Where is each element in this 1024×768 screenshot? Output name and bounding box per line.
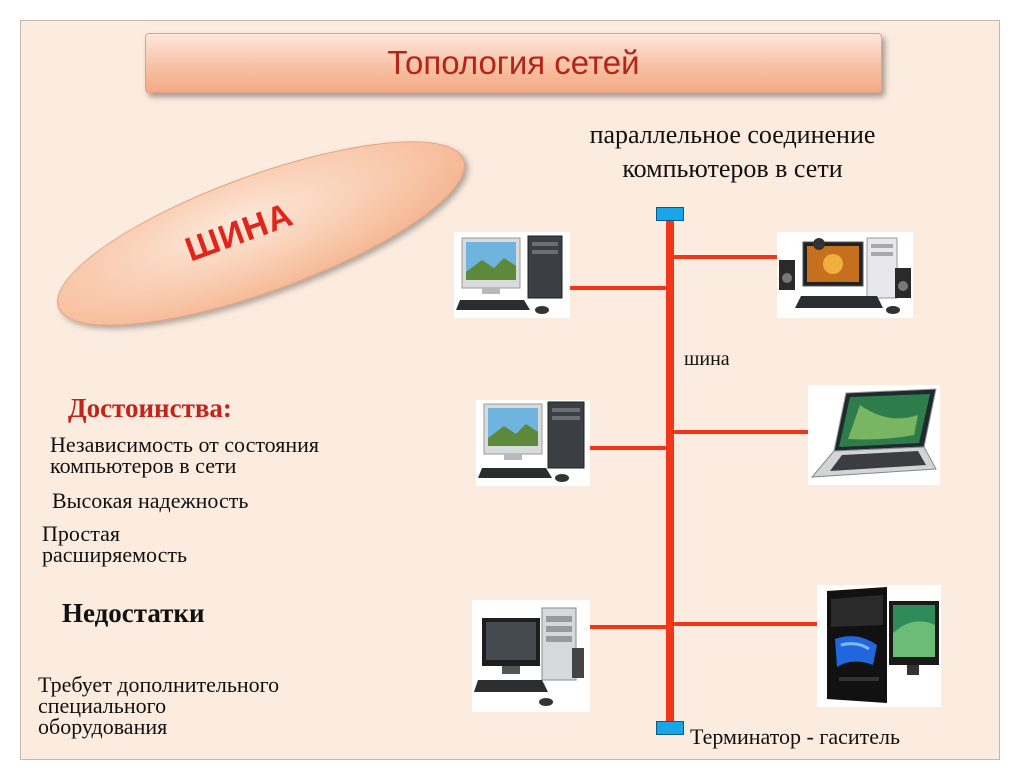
disadvantage-item-1-line-3: оборудования — [38, 714, 168, 739]
disadvantages-heading: Недостатки — [62, 598, 205, 628]
topology-caption: параллельное соединение компьютеров в се… — [510, 118, 955, 186]
branch-left-2 — [590, 446, 666, 450]
bus-cable — [666, 218, 674, 730]
desktop-computer-icon — [472, 600, 590, 712]
multimedia-computer-icon — [777, 232, 913, 318]
branch-right-3 — [674, 622, 818, 626]
branch-right-2 — [674, 430, 810, 434]
branch-right-1 — [674, 255, 780, 259]
gaming-computer-icon — [817, 585, 941, 707]
advantage-item-1-line-2: компьютеров в сети — [50, 453, 237, 478]
desktop-computer-icon — [454, 232, 570, 318]
disadvantage-item-1-line-1: Требует дополнительного — [38, 672, 280, 697]
caption-line-2: компьютеров в сети — [622, 154, 843, 183]
advantages-heading: Достоинства: — [68, 393, 232, 423]
advantage-item-2: Высокая надежность — [52, 488, 249, 513]
advantage-item-1-line-1: Независимость от состояния — [50, 432, 320, 457]
advantage-item-3-line-1: Простая — [42, 521, 120, 546]
advantage-item-1: Независимость от состояния компьютеров в… — [50, 432, 320, 478]
title-bar: Топология сетей — [145, 33, 882, 93]
caption-line-1: параллельное соединение — [589, 120, 876, 149]
terminator-bottom-icon — [656, 721, 684, 735]
terminator-top-icon — [656, 207, 684, 221]
page-title: Топология сетей — [387, 44, 640, 81]
terminator-label: Терминатор - гаситель — [690, 724, 901, 749]
bus-label: шина — [684, 348, 730, 370]
advantage-item-3-line-2: расширяемость — [42, 542, 188, 567]
topology-name-label: ШИНА — [180, 195, 299, 270]
branch-left-3 — [590, 625, 666, 629]
desktop-computer-icon — [476, 400, 590, 486]
disadvantage-item-1-line-2: специального — [38, 693, 167, 718]
advantage-item-3: Простая расширяемость — [42, 521, 188, 567]
laptop-icon — [808, 385, 940, 485]
branch-left-1 — [566, 286, 666, 290]
disadvantage-item-1: Требует дополнительного специального обо… — [38, 672, 280, 739]
